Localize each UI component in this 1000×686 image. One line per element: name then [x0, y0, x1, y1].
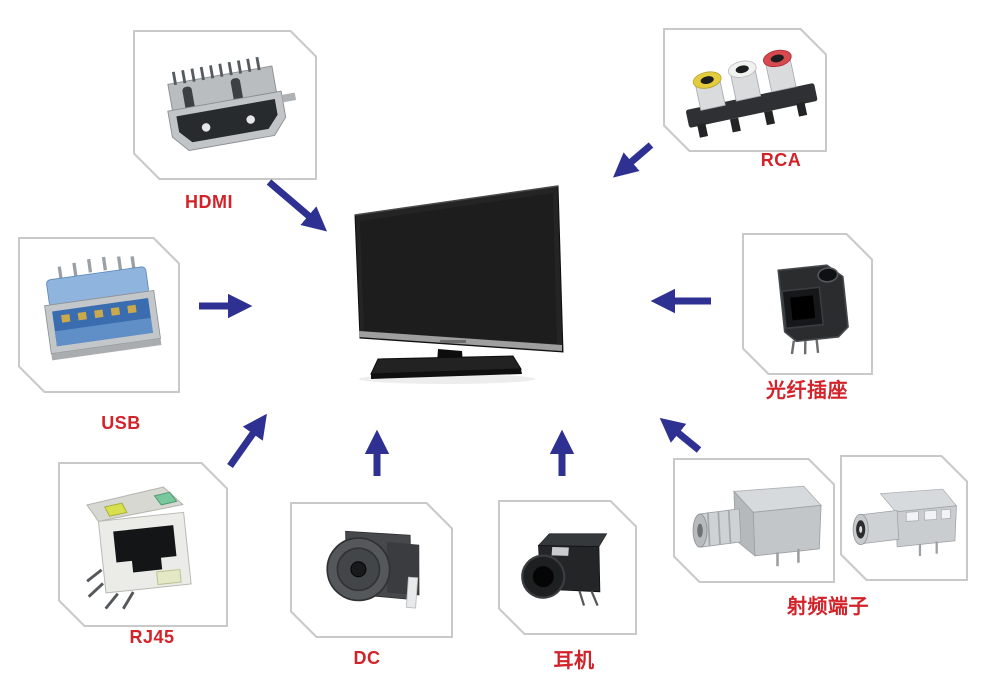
rj45-connector-image [68, 472, 218, 618]
rf-connector-female-image [680, 468, 828, 574]
card-rj45 [58, 462, 228, 627]
rf-connector-male-image [847, 464, 961, 572]
arrow-hdmi-to-tv [266, 179, 328, 232]
card-dc-inner [290, 502, 453, 638]
arrow-rca-to-tv [612, 142, 654, 178]
label-usb: USB [101, 413, 141, 433]
label-rj45: RJ45 [129, 627, 175, 647]
card-headphone [498, 500, 637, 635]
headphone-jack-image [508, 509, 628, 627]
rca-connector-image [670, 36, 820, 144]
label-optical: 光纤插座 [766, 380, 848, 402]
arrow-rj45-to-tv [227, 413, 267, 469]
card-optical-inner [742, 233, 873, 375]
label-rf: 射频端子 [787, 596, 869, 618]
card-optical [742, 233, 873, 375]
tv-image [354, 185, 564, 384]
card-dc [290, 502, 453, 638]
label-dc: DC [353, 648, 381, 668]
card-hdmi [133, 30, 317, 180]
card-rf-male-inner [840, 455, 968, 581]
card-usb-inner [18, 237, 180, 393]
card-rca [663, 28, 827, 152]
arrow-rf-to-tv [659, 417, 702, 453]
card-usb [18, 237, 180, 393]
label-hdmi: HDMI [185, 192, 233, 212]
card-headphone-inner [498, 500, 637, 635]
usb-connector-image [28, 246, 170, 384]
dc-connector-image [300, 511, 444, 629]
label-headphone: 耳机 [553, 650, 595, 672]
hdmi-connector-image [141, 39, 309, 171]
optical-connector-image [751, 242, 865, 366]
card-hdmi-inner [133, 30, 317, 180]
card-rca-inner [663, 28, 827, 152]
card-rf-female [673, 458, 835, 583]
card-rf-female-inner [673, 458, 835, 583]
label-rca: RCA [760, 150, 802, 170]
card-rf-male [840, 455, 968, 581]
card-rj45-inner [58, 462, 228, 627]
